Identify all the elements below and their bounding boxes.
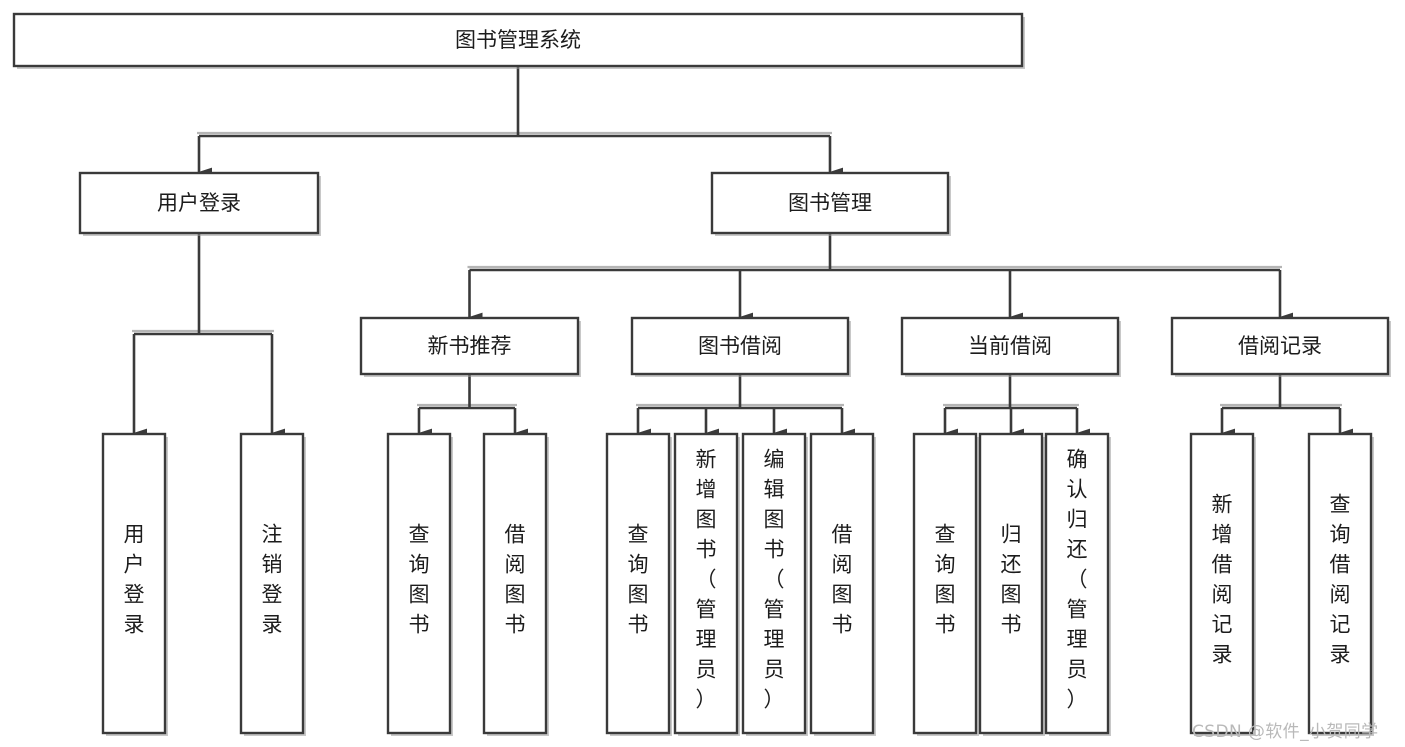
node-rect <box>809 432 875 735</box>
node-label: 查询图书 <box>409 523 430 637</box>
node-label: 用户登录 <box>124 523 145 637</box>
node-leaf-query-book-new[interactable]: 查询图书 <box>386 432 453 736</box>
node-label: 图书管理系统 <box>455 28 581 52</box>
node-label: 确认归还（管理员） <box>1067 448 1088 712</box>
node-user-login[interactable]: 用户登录 <box>78 171 321 236</box>
node-rect <box>912 432 978 735</box>
edges-layer <box>132 66 1353 438</box>
node-rect <box>673 432 739 735</box>
node-label: 当前借阅 <box>968 334 1052 358</box>
node-rect <box>239 432 305 735</box>
node-leaf-add-borrow-record[interactable]: 新增借阅记录 <box>1189 432 1256 736</box>
node-rect <box>900 316 1120 376</box>
node-label: 编辑图书（管理员） <box>764 448 785 712</box>
node-leaf-user-logout[interactable]: 注销登录 <box>239 432 306 736</box>
node-label: 查询图书 <box>628 523 649 637</box>
node-leaf-borrow-book-new[interactable]: 借阅图书 <box>482 432 549 736</box>
node-label: 查询图书 <box>935 523 956 637</box>
node-rect <box>605 432 671 735</box>
node-leaf-query-borrow-record[interactable]: 查询借阅记录 <box>1307 432 1374 736</box>
node-label: 查询借阅记录 <box>1330 493 1351 667</box>
node-label: 图书借阅 <box>698 334 782 358</box>
node-rect <box>978 432 1044 735</box>
node-leaf-borrow-book[interactable]: 借阅图书 <box>809 432 876 736</box>
node-rect <box>359 316 580 376</box>
node-leaf-confirm-return[interactable]: 确认归还（管理员） <box>1044 432 1111 736</box>
node-leaf-return-book[interactable]: 归还图书 <box>978 432 1045 736</box>
node-rect <box>1044 432 1110 735</box>
node-leaf-edit-book[interactable]: 编辑图书（管理员） <box>741 432 808 736</box>
node-label: 用户登录 <box>157 191 241 215</box>
node-borrow-record[interactable]: 借阅记录 <box>1170 316 1391 377</box>
node-leaf-query-book-borrow[interactable]: 查询图书 <box>605 432 672 736</box>
node-book-manage[interactable]: 图书管理 <box>710 171 951 236</box>
node-book-borrow[interactable]: 图书借阅 <box>630 316 851 377</box>
node-rect <box>482 432 548 735</box>
node-label: 新书推荐 <box>428 334 512 358</box>
node-label: 注销登录 <box>262 523 283 637</box>
node-leaf-user-login[interactable]: 用户登录 <box>101 432 168 736</box>
node-label: 借阅记录 <box>1238 334 1322 358</box>
node-rect <box>710 171 950 235</box>
node-label: 图书管理 <box>788 191 872 215</box>
node-rect <box>630 316 850 376</box>
node-current-borrow[interactable]: 当前借阅 <box>900 316 1121 377</box>
node-leaf-add-book[interactable]: 新增图书（管理员） <box>673 432 740 736</box>
node-label: 借阅图书 <box>505 523 526 637</box>
nodes-layer: 图书管理系统用户登录图书管理新书推荐图书借阅当前借阅借阅记录用户登录注销登录查询… <box>12 12 1391 736</box>
node-label: 新增图书（管理员） <box>696 448 717 712</box>
node-new-book-recommend[interactable]: 新书推荐 <box>359 316 581 377</box>
node-label: 归还图书 <box>1001 523 1022 637</box>
node-rect <box>101 432 167 735</box>
node-rect <box>1307 432 1373 735</box>
node-rect <box>1170 316 1390 376</box>
node-rect <box>741 432 807 735</box>
node-rect <box>78 171 320 235</box>
node-root[interactable]: 图书管理系统 <box>12 12 1025 69</box>
node-label: 借阅图书 <box>832 523 853 637</box>
node-rect <box>386 432 452 735</box>
node-label: 新增借阅记录 <box>1212 493 1233 667</box>
node-rect <box>1189 432 1255 735</box>
node-leaf-query-book-current[interactable]: 查询图书 <box>912 432 979 736</box>
node-rect <box>12 12 1024 68</box>
